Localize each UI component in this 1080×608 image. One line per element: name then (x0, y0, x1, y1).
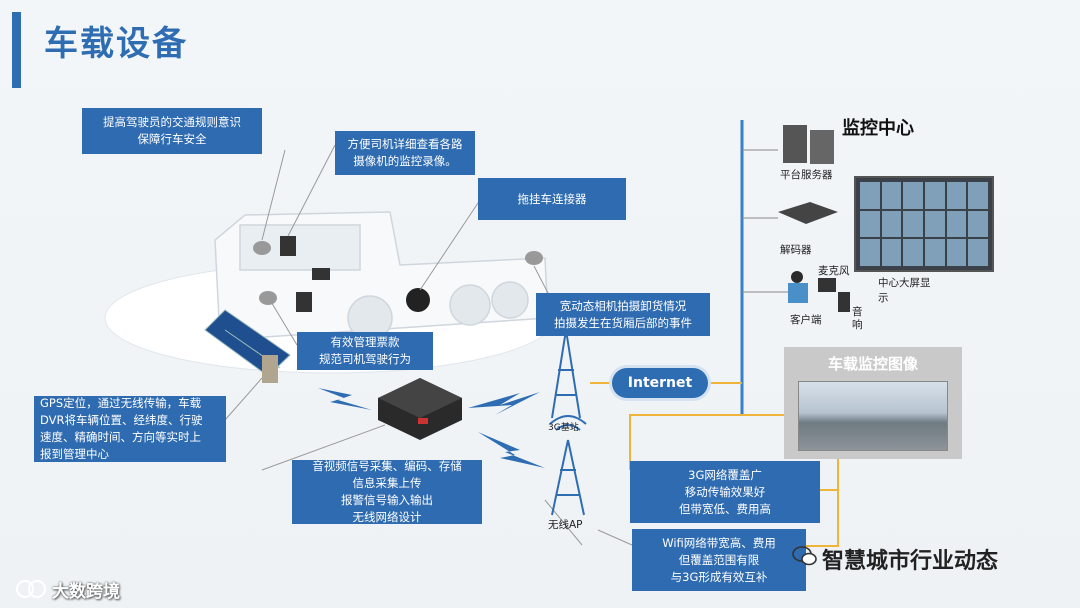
label-microphone: 麦克风 (818, 265, 850, 277)
info-box-3g-coverage: 3G网络覆盖广 移动传输效果好 但带宽低、费用高 (630, 461, 820, 523)
vehicle-monitor-panel: 车载监控图像 (784, 347, 962, 459)
info-box-wide-camera: 宽动态相机拍摄卸货情况 拍摄发生在货厢后部的事件 (536, 293, 710, 336)
brand-name: 大数跨境 (52, 582, 120, 602)
label-3g-base: 3G基站 (548, 423, 579, 433)
info-box-wifi: Wifi网络带宽高、费用 但覆盖范围有限 与3G形成有效互补 (632, 529, 806, 591)
dvr-device (378, 378, 462, 440)
label-client: 客户端 (790, 314, 822, 326)
label-big-screen: 中心大屏显 示 (878, 277, 931, 304)
info-box-driver-rules: 提高驾驶员的交通规则意识 保障行车安全 (82, 108, 262, 154)
truck-illustration (214, 211, 549, 341)
label-decoder: 解码器 (780, 244, 812, 256)
label-platform-server: 平台服务器 (780, 169, 833, 181)
internet-cloud: Internet (612, 368, 708, 398)
platform-servers (783, 125, 834, 164)
wireless-signals (318, 388, 545, 468)
wechat-icon (792, 546, 817, 566)
tower-ap (549, 415, 587, 516)
monitor-wall-photo (854, 176, 994, 272)
info-box-gps: GPS定位，通过无线传输，车载 DVR将车辆位置、经纬度、行驶 速度、精确时间、… (34, 396, 226, 462)
title-accent-bar (12, 12, 21, 88)
info-box-av-collect: 音视频信号采集、编码、存储 信息采集上传 报警信号输入输出 无线网络设计 (292, 459, 482, 524)
page-title: 车载设备 (44, 24, 188, 64)
vehicle-monitor-photo (798, 381, 948, 451)
watermark-text: 智慧城市行业动态 (822, 549, 999, 574)
info-box-camera-view: 方便司机详细查看各路 摄像机的监控录像。 (335, 131, 475, 175)
info-box-trailer: 拖挂车连接器 (478, 178, 626, 220)
truck-camera-devices (253, 236, 543, 312)
vehicle-monitor-title: 车载监控图像 (827, 355, 918, 373)
gps-antenna-panel (204, 309, 291, 383)
label-monitor-center: 监控中心 (842, 118, 914, 139)
decoder-device (778, 202, 838, 224)
label-speaker: 音响 (852, 306, 863, 331)
client-workstation (788, 271, 850, 312)
brand-logo-icon (16, 580, 46, 598)
info-box-tickets: 有效管理票款 规范司机驾驶行为 (297, 332, 433, 370)
label-wireless-ap: 无线AP (548, 519, 583, 531)
